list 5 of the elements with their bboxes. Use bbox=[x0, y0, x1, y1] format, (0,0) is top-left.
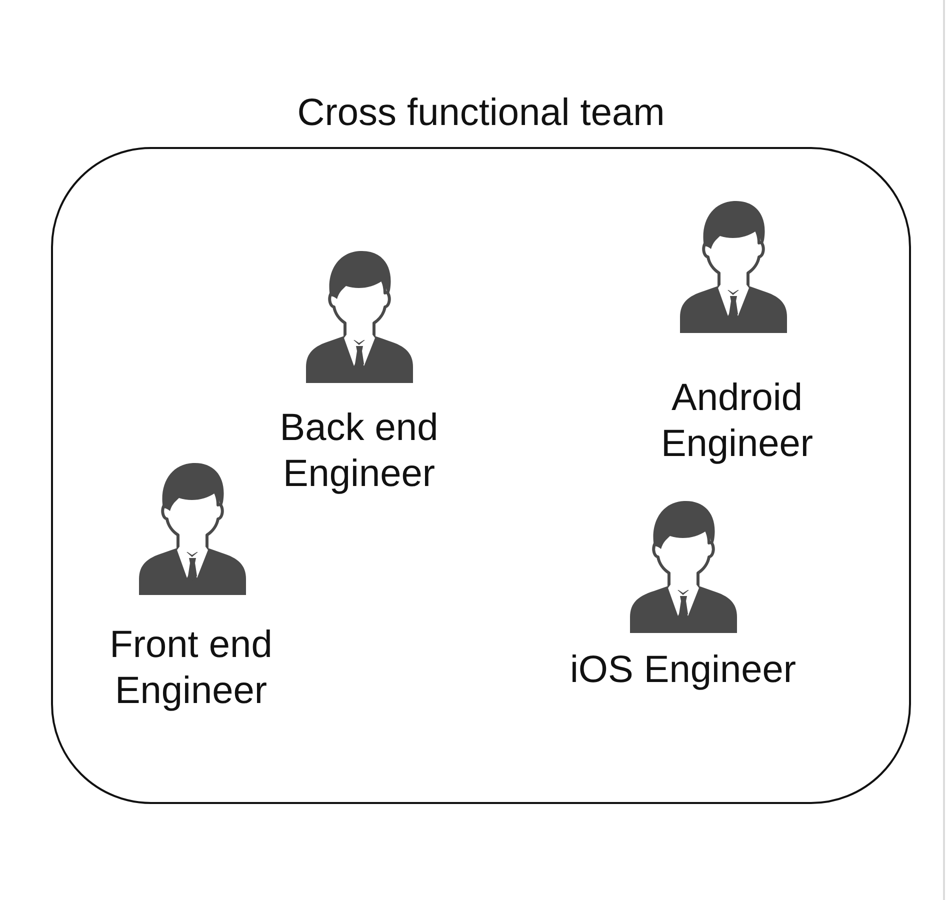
role-label: Front end Engineer bbox=[108, 623, 274, 714]
role-label: Android Engineer bbox=[660, 376, 814, 467]
role-label: iOS Engineer bbox=[568, 648, 797, 693]
role-label: Back end Engineer bbox=[278, 406, 440, 497]
group-heading: Cross functional team bbox=[297, 91, 665, 136]
